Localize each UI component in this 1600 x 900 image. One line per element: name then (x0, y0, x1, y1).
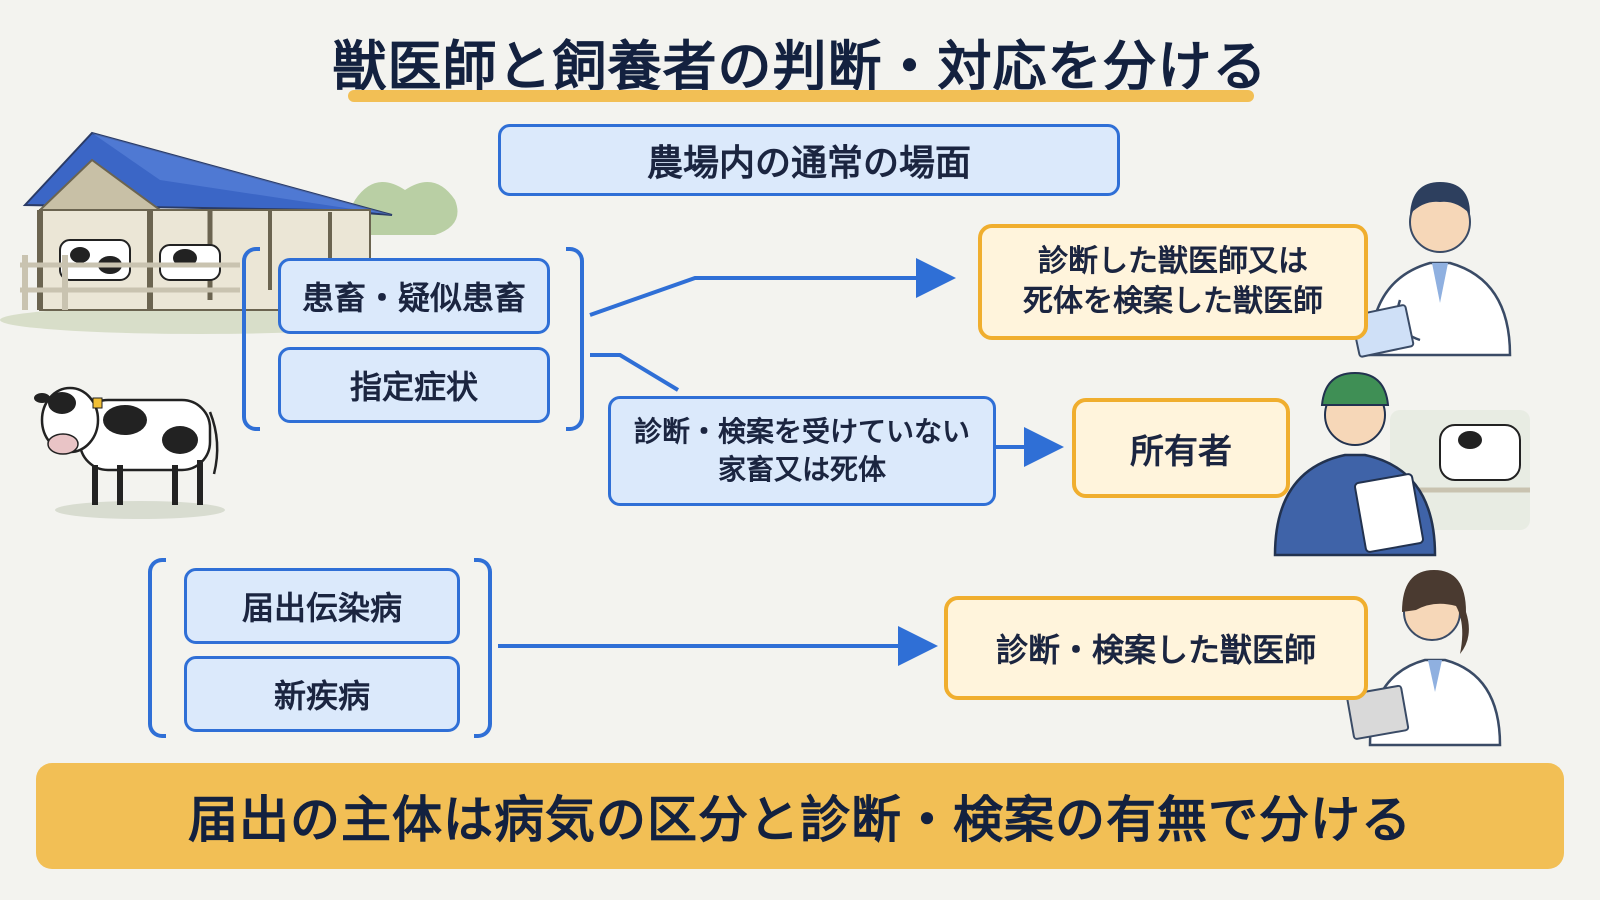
title-underline (348, 90, 1254, 102)
cow-illustration (34, 386, 225, 519)
group2-item-new-disease: 新疾病 (184, 656, 460, 732)
line-to-undiagnosed (590, 353, 680, 392)
target-veterinarian-line2: 死体を検案した獣医師 (1023, 284, 1323, 319)
scene-label: 農場内の通常の場面 (498, 124, 1120, 196)
group1-item-patient: 患畜・疑似患畜 (278, 258, 550, 334)
group2-item-notifiable: 届出伝染病 (184, 568, 460, 644)
female-veterinarian-illustration (1346, 570, 1502, 747)
group2-left-bracket (148, 558, 166, 738)
page-title: 獣医師と飼養者の判断・対応を分ける (332, 35, 1268, 98)
group1-item-symptom: 指定症状 (278, 347, 550, 423)
group1-right-bracket (566, 247, 584, 431)
target-veterinarian: 診断した獣医師又は 死体を検案した獣医師 (978, 224, 1368, 340)
undiagnosed-line2: 家畜又は死体 (717, 453, 886, 486)
target-diagnosing-veterinarian: 診断・検案した獣医師 (944, 596, 1368, 700)
group2-right-bracket (474, 558, 492, 738)
male-veterinarian-illustration (1350, 182, 1512, 358)
undiagnosed-box: 診断・検案を受けていない 家畜又は死体 (608, 396, 996, 506)
target-veterinarian-line1: 診断した獣医師又は (1038, 243, 1308, 279)
undiagnosed-line1: 診断・検案を受けていない (633, 415, 970, 449)
owner-box: 所有者 (1072, 398, 1290, 498)
summary-banner: 届出の主体は病気の区分と診断・検案の有無で分ける (36, 763, 1564, 869)
arrow-to-veterinarian (589, 258, 956, 317)
farmer-owner-illustration (1273, 371, 1530, 557)
connectors (498, 258, 1064, 666)
group1-left-bracket (242, 247, 260, 431)
